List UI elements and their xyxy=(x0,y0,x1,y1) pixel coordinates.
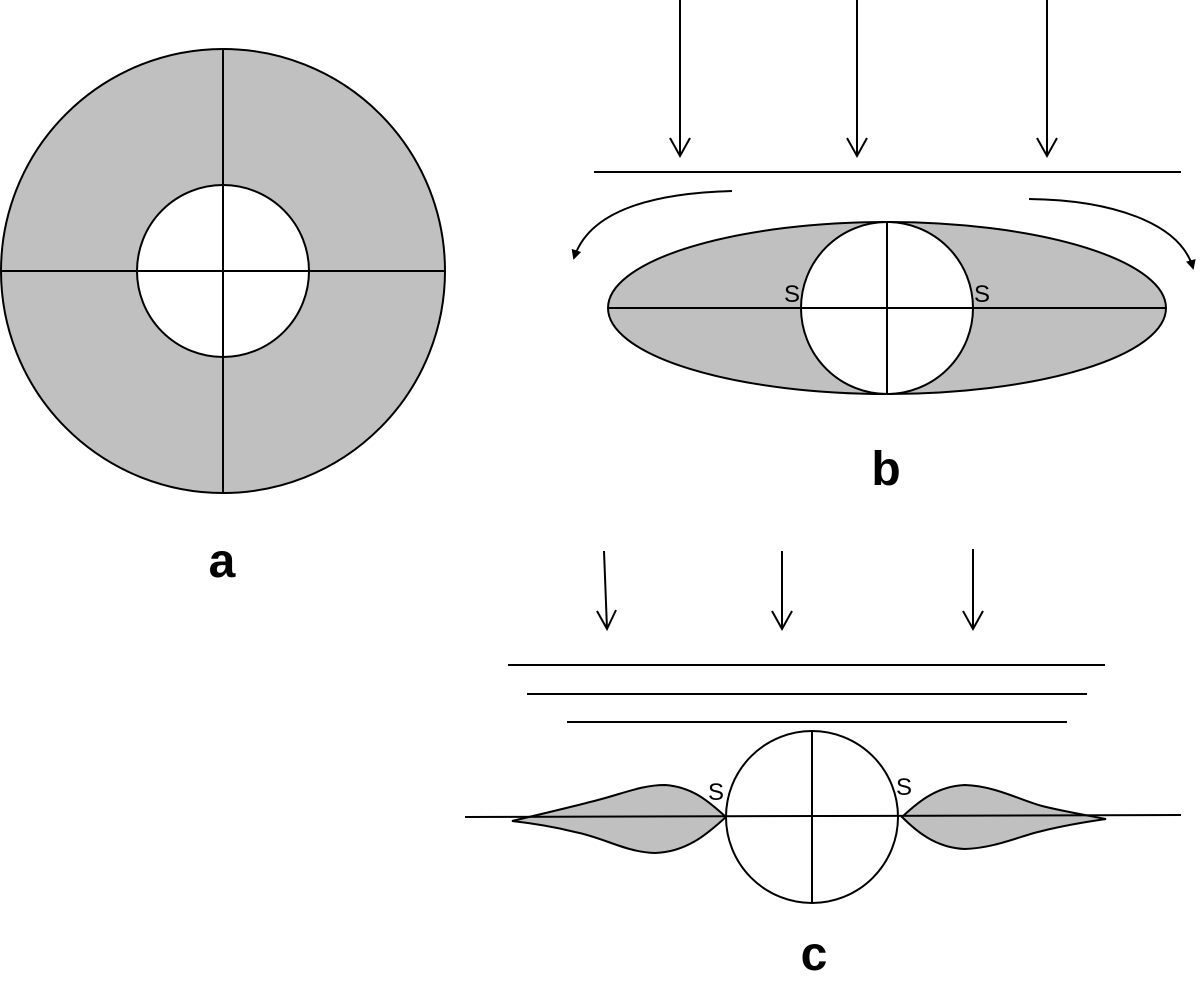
panel-c-left-lobe xyxy=(511,783,728,855)
curved-arrow-icon xyxy=(1028,198,1196,270)
panel-a: a xyxy=(0,48,446,588)
panel-c-marker-right: S xyxy=(896,774,912,801)
panel-a-label: a xyxy=(209,535,236,588)
panel-c-marker-left: S xyxy=(708,779,724,806)
curved-arrow-icon xyxy=(571,190,733,260)
panel-c-right-lobe xyxy=(900,783,1107,851)
panel-b: S S b xyxy=(571,0,1196,496)
arrow-down-icon xyxy=(962,549,984,632)
arrow-down-icon xyxy=(669,0,691,159)
panel-c: S S c xyxy=(464,549,1182,981)
panel-b-marker-left: S xyxy=(784,281,800,308)
panel-c-horizontal-axis xyxy=(464,814,1182,818)
arrow-down-icon xyxy=(771,551,793,632)
panel-c-label: c xyxy=(801,928,828,981)
panel-b-marker-right: S xyxy=(974,281,990,308)
arrow-down-icon xyxy=(1036,0,1058,159)
arrow-down-icon xyxy=(846,0,868,159)
arrow-down-icon xyxy=(596,550,617,632)
panel-b-label: b xyxy=(871,443,900,496)
